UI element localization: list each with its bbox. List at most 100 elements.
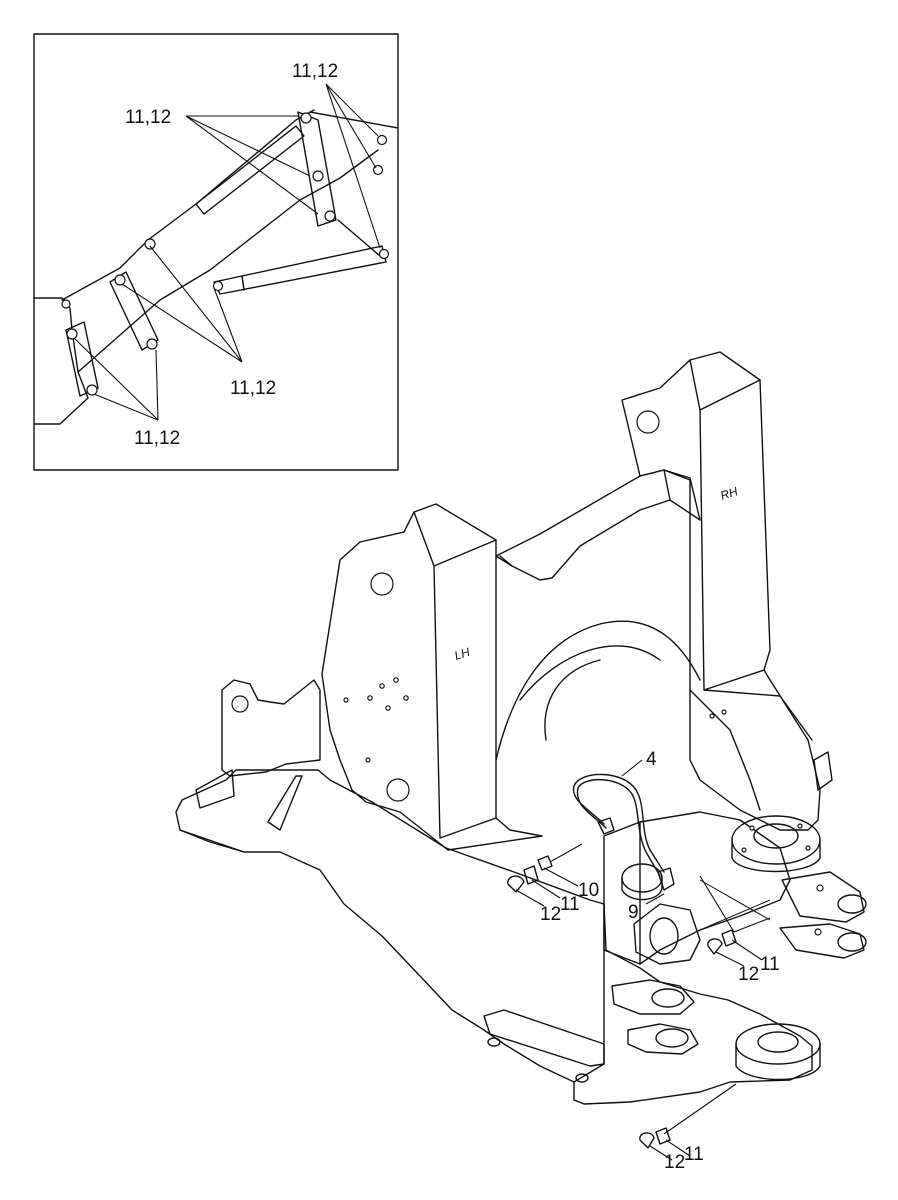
bolt-hole	[379, 683, 385, 689]
lower-hinge-bore	[757, 1031, 799, 1053]
interior-tube-body	[621, 875, 663, 901]
bolt-hole	[721, 709, 727, 715]
leader-11-bottom	[665, 1139, 691, 1157]
lower-hinge-boss	[735, 1023, 821, 1065]
inset-pin	[378, 248, 390, 260]
right-lug-upper-pin	[837, 894, 867, 914]
bolt-hole	[365, 757, 371, 763]
upper-hinge-bore	[753, 823, 799, 849]
leader-12-left	[515, 889, 545, 907]
lower-hinge-body	[735, 1043, 821, 1081]
right-lug-lower-pin	[837, 932, 867, 952]
inset-leader-a	[185, 115, 319, 215]
hinge-bolt	[805, 845, 811, 851]
bolt-hole	[393, 677, 399, 683]
right-tower-side	[621, 351, 821, 831]
right-tower-edge	[689, 359, 701, 411]
center-opening-shadow	[544, 659, 601, 741]
interior-cradle	[633, 903, 701, 965]
bolt-hole	[385, 705, 391, 711]
grease-nipple-left-2	[523, 865, 539, 885]
left-mount-ear	[221, 679, 321, 777]
center-lug-upper	[611, 979, 695, 1015]
left-tower-side	[321, 503, 543, 851]
inset-bellcrank	[297, 111, 337, 227]
left-tower-hole-top	[370, 572, 394, 596]
inset-callout-bottom: 11,12	[134, 428, 180, 449]
center-lug-lower-pin	[655, 1028, 689, 1048]
callout-nipple-right: 11	[760, 954, 780, 975]
inset-cylinder-lower	[213, 245, 387, 295]
inset-detail: 11,12 11,12 11,12 11,12	[33, 33, 399, 471]
callout-nipple-left: 11	[560, 894, 580, 915]
hose-inner	[576, 778, 661, 877]
cross-beam	[495, 469, 701, 581]
left-rib	[267, 775, 303, 831]
bottom-rail	[483, 1009, 605, 1067]
dust-cap-bottom	[639, 1132, 655, 1149]
interior-braces	[699, 879, 771, 931]
leader-11-right	[731, 939, 763, 961]
inset-cylinder-rod-mark	[241, 275, 245, 291]
inset-pin	[146, 338, 158, 350]
inset-pin	[324, 210, 336, 222]
upper-hinge-body	[731, 839, 821, 873]
hose-assembly: 4 9 10 11 12 11 12 11 12	[507, 749, 780, 1173]
right-tower-hole	[636, 410, 660, 434]
callout-cap-right: 12	[738, 964, 759, 985]
bottom-stud	[575, 1073, 589, 1083]
inset-pin	[61, 299, 71, 309]
hinge-bolt	[741, 847, 747, 853]
callout-cap-bottom: 12	[664, 1152, 685, 1173]
inset-leader-b	[325, 83, 381, 249]
leader-12-bottom	[649, 1145, 673, 1161]
center-plate	[603, 811, 791, 965]
bottom-stud	[487, 1037, 501, 1047]
inset-pin	[114, 274, 126, 286]
left-gusset	[195, 769, 235, 809]
bolt-hole	[709, 713, 715, 719]
hose-end-fitting	[657, 867, 675, 891]
left-ear-hole	[231, 695, 249, 713]
base-plate	[175, 769, 813, 1105]
inset-pin	[212, 280, 224, 292]
right-lug-upper	[781, 871, 865, 923]
right-tower-face	[699, 379, 765, 691]
inset-boom-upper	[61, 109, 315, 301]
lug-bolt	[816, 884, 824, 892]
front-frame: LH RH	[175, 351, 867, 1105]
inset-pin	[300, 112, 312, 124]
callout-hose: 4	[646, 749, 657, 770]
callout-fitting-mid: 10	[578, 880, 599, 901]
bolt-hole	[343, 697, 349, 703]
interior-cradle-bore	[649, 917, 679, 955]
leader-right-extra	[699, 875, 771, 933]
left-tower-edge	[413, 511, 435, 567]
center-lug-lower	[627, 1023, 699, 1055]
dust-cap-left	[507, 875, 525, 893]
right-lug-lower	[779, 923, 865, 959]
inset-chassis-edge	[33, 297, 89, 425]
inset-rear-link	[65, 321, 99, 397]
lug-bolt	[814, 928, 822, 936]
inset-cylinder-upper	[195, 125, 305, 215]
dust-cap-right	[707, 938, 723, 955]
callout-cap-left: 12	[540, 904, 561, 925]
inset-callout-top-right: 11,12	[292, 61, 338, 82]
inset-top-link	[309, 111, 399, 129]
leader-bottom-line	[663, 1083, 737, 1135]
bolt-hole	[367, 695, 373, 701]
center-opening-right	[689, 689, 761, 811]
bolt-hole	[403, 695, 409, 701]
inset-leader-d	[73, 337, 159, 421]
callout-nipple-bottom: 11	[684, 1144, 704, 1165]
upper-hinge-boss	[731, 815, 821, 865]
leader-fitting	[645, 893, 665, 905]
inset-pin	[86, 384, 98, 396]
grease-nipple-left	[537, 855, 553, 871]
inset-callout-top-left: 11,12	[125, 107, 171, 128]
right-tower-shelf	[703, 689, 813, 741]
center-opening-upper	[495, 620, 701, 761]
hose	[572, 773, 665, 873]
